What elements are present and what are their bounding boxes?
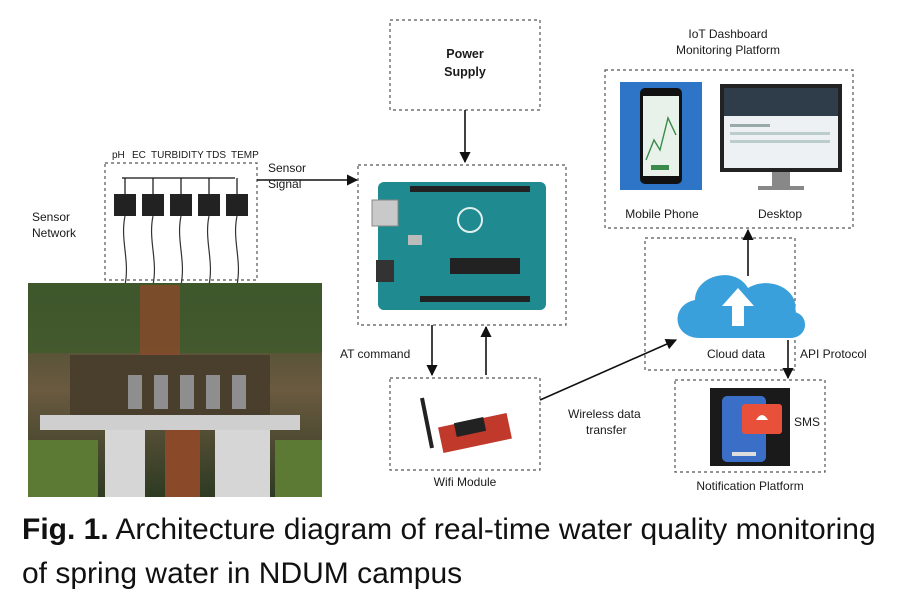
sensor-type-ec: EC — [132, 150, 146, 161]
sensor-signal-label-2: Signal — [268, 177, 301, 191]
spring-water-photo — [28, 283, 322, 497]
sensor-network-label-2: Network — [32, 226, 77, 240]
wifi-module-box: Wifi Module — [389, 377, 541, 489]
api-protocol-label: API Protocol — [800, 347, 867, 361]
power-supply-label-2: Supply — [444, 65, 486, 79]
sms-label: SMS — [794, 415, 820, 429]
sms-phone-icon — [710, 388, 790, 466]
arduino-board-icon — [371, 182, 546, 310]
caption-text: Architecture diagram of real-time water … — [22, 513, 876, 590]
cloud-data-label: Cloud data — [707, 347, 765, 361]
architecture-diagram: Power Supply pH EC TURBIDITY TDS TEMP — [28, 19, 867, 497]
sensor-type-turbidity: TURBIDITY — [151, 150, 204, 161]
dashboard-label-2: Monitoring Platform — [676, 43, 780, 57]
dashboard-box: Mobile Phone Desktop — [604, 69, 854, 229]
at-command-label: AT command — [340, 347, 410, 361]
dashboard-label-1: IoT Dashboard — [688, 27, 767, 41]
sensor-signal-label-1: Sensor — [268, 161, 306, 175]
sensor-type-tds: TDS — [206, 150, 226, 161]
sensor-network-label-1: Sensor — [32, 210, 70, 224]
notification-box: SMS Notification Platform — [674, 379, 826, 493]
sensor-type-ph: pH — [112, 150, 125, 161]
sensor-type-temp: TEMP — [231, 150, 259, 161]
figure-caption: Fig. 1. Architecture diagram of real-tim… — [22, 508, 882, 596]
mobile-phone-label: Mobile Phone — [625, 207, 699, 221]
cloud-icon — [677, 275, 806, 338]
sensor-probes-box: pH EC TURBIDITY TDS TEMP — [104, 150, 259, 286]
power-supply-label-1: Power — [446, 47, 484, 61]
desktop-icon — [720, 84, 842, 190]
wireless-arrow — [539, 338, 678, 401]
cloud-box: Cloud data — [644, 237, 806, 371]
wireless-label-2: transfer — [586, 423, 627, 437]
microcontroller-box — [357, 164, 567, 326]
desktop-label: Desktop — [758, 207, 802, 221]
notification-platform-label: Notification Platform — [696, 479, 803, 493]
power-supply-box: Power Supply — [389, 19, 541, 111]
wifi-module-icon — [420, 397, 512, 453]
sensor-board-icons — [114, 178, 248, 286]
caption-prefix: Fig. 1. — [22, 513, 109, 546]
wireless-label-1: Wireless data — [568, 407, 641, 421]
mobile-phone-icon — [620, 82, 702, 190]
wifi-module-label: Wifi Module — [434, 475, 497, 489]
